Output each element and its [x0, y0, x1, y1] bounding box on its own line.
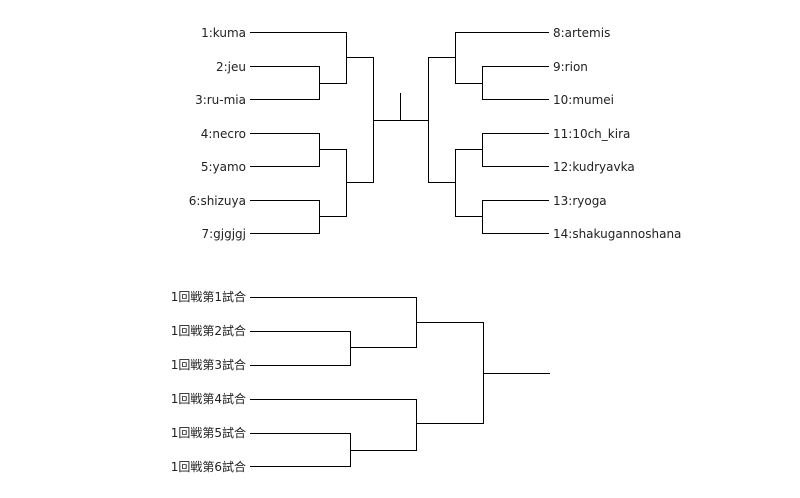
match-label: 1回戦第6試合	[171, 459, 246, 474]
upper-left-bracket-lines	[250, 32, 400, 234]
match-label: 1回戦第2試合	[171, 323, 246, 338]
player-label: 14:shakugannoshana	[553, 227, 681, 241]
match-label: 1回戦第4試合	[171, 391, 246, 406]
player-label: 9:rion	[553, 60, 588, 74]
match-label: 1回戦第1試合	[171, 289, 246, 304]
player-label: 2:jeu	[216, 60, 246, 74]
match-label: 1回戦第5試合	[171, 425, 246, 440]
upper-right-bracket-lines	[428, 32, 549, 234]
player-label: 3:ru-mia	[195, 93, 246, 107]
player-label: 5:yamo	[201, 160, 246, 174]
upper-left-labels: 1:kuma 2:jeu 3:ru-mia 4:necro 5:yamo 6:s…	[189, 26, 246, 241]
lower-match-labels: 1回戦第1試合 1回戦第2試合 1回戦第3試合 1回戦第4試合 1回戦第5試合 …	[171, 289, 246, 474]
player-label: 1:kuma	[201, 26, 246, 40]
player-label: 13:ryoga	[553, 194, 607, 208]
player-label: 12:kudryavka	[553, 160, 635, 174]
player-label: 11:10ch_kira	[553, 127, 630, 141]
match-label: 1回戦第3試合	[171, 357, 246, 372]
player-label: 7:gjgjgj	[201, 227, 246, 241]
player-label: 8:artemis	[553, 26, 610, 40]
player-label: 10:mumei	[553, 93, 614, 107]
lower-bracket-lines	[250, 297, 550, 467]
upper-right-labels: 8:artemis 9:rion 10:mumei 11:10ch_kira 1…	[553, 26, 681, 241]
player-label: 4:necro	[201, 127, 246, 141]
player-label: 6:shizuya	[189, 194, 246, 208]
upper-final-lines	[400, 93, 428, 121]
